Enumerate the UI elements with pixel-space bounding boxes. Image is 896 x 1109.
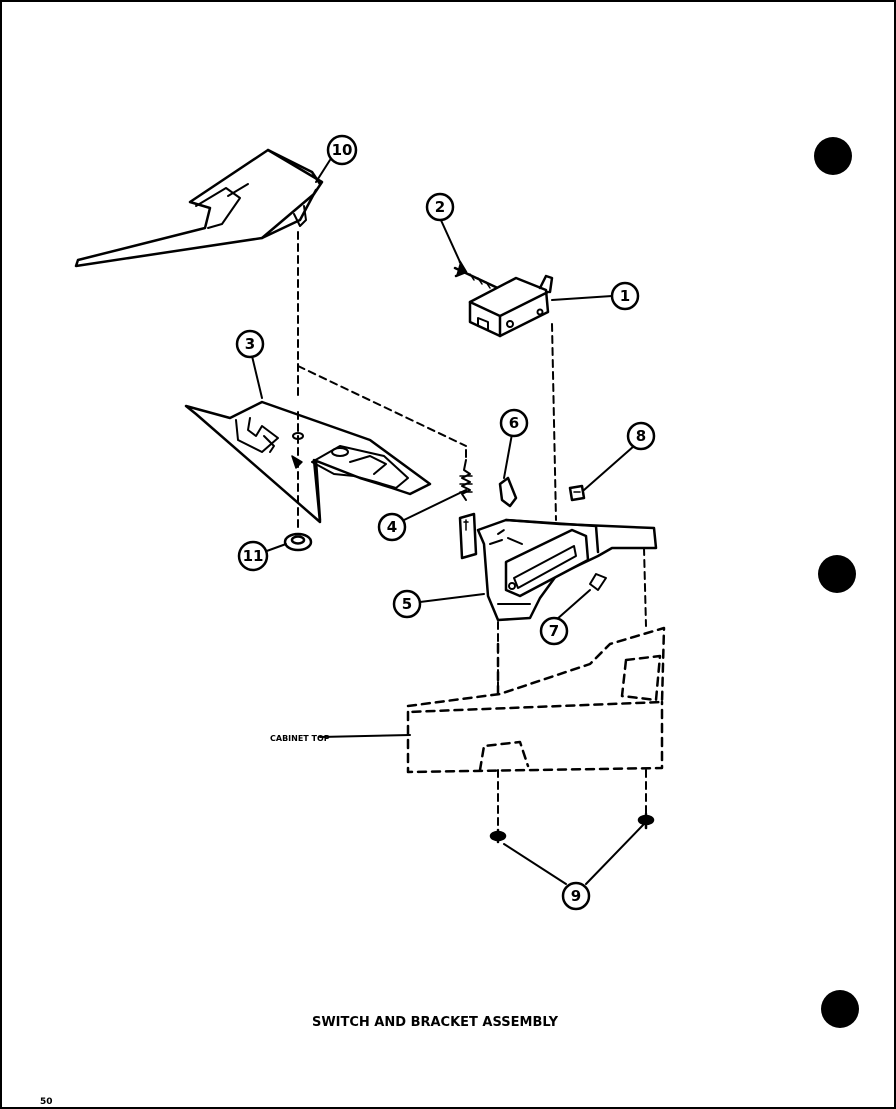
callout-7: 7 — [549, 622, 559, 640]
callout-10: 10 — [332, 141, 353, 159]
diagram-title: SWITCH AND BRACKET ASSEMBLY — [312, 1015, 559, 1030]
part-4-spring — [459, 459, 473, 501]
binder-hole-bottom — [821, 990, 859, 1028]
part-8-block — [568, 484, 586, 502]
callout-4: 4 — [387, 518, 397, 536]
callout-circle-4 — [377, 512, 407, 542]
cabinet-top-label: CABINET TOP — [270, 734, 330, 743]
callout-leaders — [251, 159, 645, 885]
part-5-mounting-bracket — [458, 512, 658, 622]
callout-2: 2 — [435, 198, 445, 216]
callout-circle-5 — [392, 589, 422, 619]
part-9-screws — [489, 812, 655, 844]
callout-6: 6 — [509, 414, 519, 432]
part-6-clip — [498, 476, 518, 508]
callout-circle-3 — [235, 329, 265, 359]
callout-11: 11 — [243, 547, 264, 565]
callout-circle-1 — [610, 281, 640, 311]
callout-circle-8 — [626, 421, 656, 451]
callout-circles — [235, 134, 656, 911]
callout-numbers: 10 2 1 3 6 8 4 11 5 7 9 — [243, 141, 647, 905]
callout-circle-6 — [499, 408, 529, 438]
part-3-bracket — [184, 400, 432, 524]
callout-8: 8 — [636, 427, 646, 445]
callout-1: 1 — [620, 287, 630, 305]
binder-hole-middle — [818, 555, 856, 593]
callout-circle-10 — [326, 134, 358, 166]
part-11-nut — [283, 532, 313, 552]
callout-9: 9 — [571, 887, 581, 905]
callout-circle-2 — [425, 192, 455, 222]
part-2-screw — [453, 260, 504, 292]
callout-5: 5 — [402, 595, 412, 613]
part-10-lever — [74, 148, 324, 268]
part-1-switch — [468, 274, 554, 338]
binder-hole-top — [814, 137, 852, 175]
assembly-leader-lines — [297, 231, 647, 831]
callout-circle-9 — [561, 881, 591, 911]
callout-circle-7 — [539, 616, 569, 646]
callout-3: 3 — [245, 335, 255, 353]
callout-circle-11 — [237, 540, 269, 572]
page-mark: 50 — [40, 1097, 53, 1107]
